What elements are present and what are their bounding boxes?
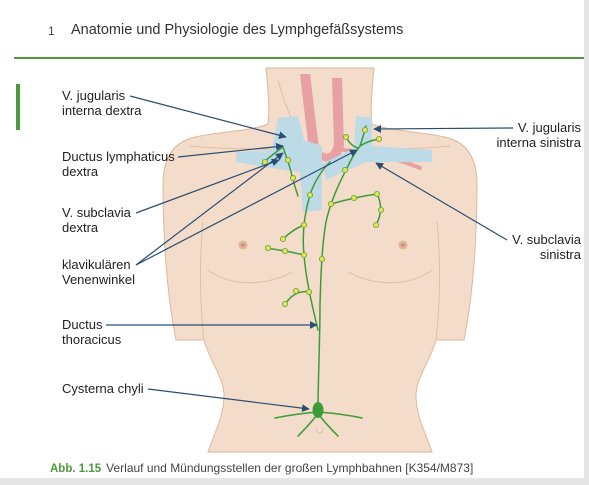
label-line: Cysterna chyli: [62, 381, 144, 396]
lymph-node: [373, 222, 378, 227]
lymph-node: [362, 127, 367, 132]
label-line: thoracicus: [62, 332, 121, 347]
label-line: interna sinistra: [496, 135, 581, 150]
lymph-node: [307, 192, 312, 197]
lymph-node: [301, 222, 306, 227]
leader-line-v-jugularis-interna-sinistra: [374, 128, 513, 129]
label-line: V. subclavia: [62, 205, 131, 220]
book-page: 1 Anatomie und Physiologie des Lymphgefä…: [0, 0, 584, 478]
label-line: klavikulären: [62, 257, 135, 272]
lymph-node: [293, 288, 298, 293]
label-line: interna dextra: [62, 103, 142, 118]
label-v-jugularis-interna-dextra: V. jugularis interna dextra: [62, 88, 142, 118]
lymph-node: [306, 289, 311, 294]
lymph-node: [328, 201, 333, 206]
lymph-node: [265, 245, 270, 250]
label-line: V. jugularis: [496, 120, 581, 135]
label-ductus-thoracicus: Ductus thoracicus: [62, 317, 121, 347]
lymphatic-system-illustration: [0, 0, 584, 478]
lymph-node: [301, 252, 306, 257]
label-line: dextra: [62, 220, 131, 235]
lymph-node: [319, 256, 324, 261]
lymph-node: [378, 207, 383, 212]
lymph-node: [376, 136, 381, 141]
lymph-node: [282, 248, 287, 253]
label-v-subclavia-dextra: V. subclavia dextra: [62, 205, 131, 235]
figure-number: Abb. 1.15: [50, 463, 101, 475]
leader-line-v-jugularis-interna-dextra: [130, 96, 286, 137]
lymph-node: [280, 236, 285, 241]
label-v-jugularis-interna-sinistra: V. jugularis interna sinistra: [496, 120, 581, 150]
lymph-node: [374, 191, 379, 196]
caption-text: Verlauf und Mündungsstellen der großen L…: [106, 461, 473, 475]
label-line: sinistra: [512, 247, 581, 262]
lymph-node: [351, 195, 356, 200]
label-line: Ductus: [62, 317, 121, 332]
label-v-subclavia-sinistra: V. subclavia sinistra: [512, 232, 581, 262]
lymph-node: [343, 134, 348, 139]
label-line: V. subclavia: [512, 232, 581, 247]
lymph-node: [285, 157, 290, 162]
lymph-node: [290, 175, 295, 180]
label-line: dextra: [62, 164, 175, 179]
label-klavikulaeren-venenwinkel: klavikulären Venenwinkel: [62, 257, 135, 287]
label-ductus-lymphaticus-dextra: Ductus lymphaticus dextra: [62, 149, 175, 179]
lymph-node: [342, 167, 347, 172]
cisterna-chyli-shape: [313, 402, 324, 418]
label-line: Ductus lymphaticus: [62, 149, 175, 164]
left-nipple-center: [241, 243, 245, 247]
lymph-node: [282, 301, 287, 306]
lymph-node: [262, 159, 267, 164]
right-nipple-center: [401, 243, 405, 247]
carotid-artery-left: [332, 78, 344, 146]
label-cysterna-chyli: Cysterna chyli: [62, 381, 144, 396]
label-line: Venenwinkel: [62, 272, 135, 287]
figure-caption: Abb. 1.15 Verlauf und Mündungsstellen der…: [50, 461, 473, 476]
label-line: V. jugularis: [62, 88, 142, 103]
